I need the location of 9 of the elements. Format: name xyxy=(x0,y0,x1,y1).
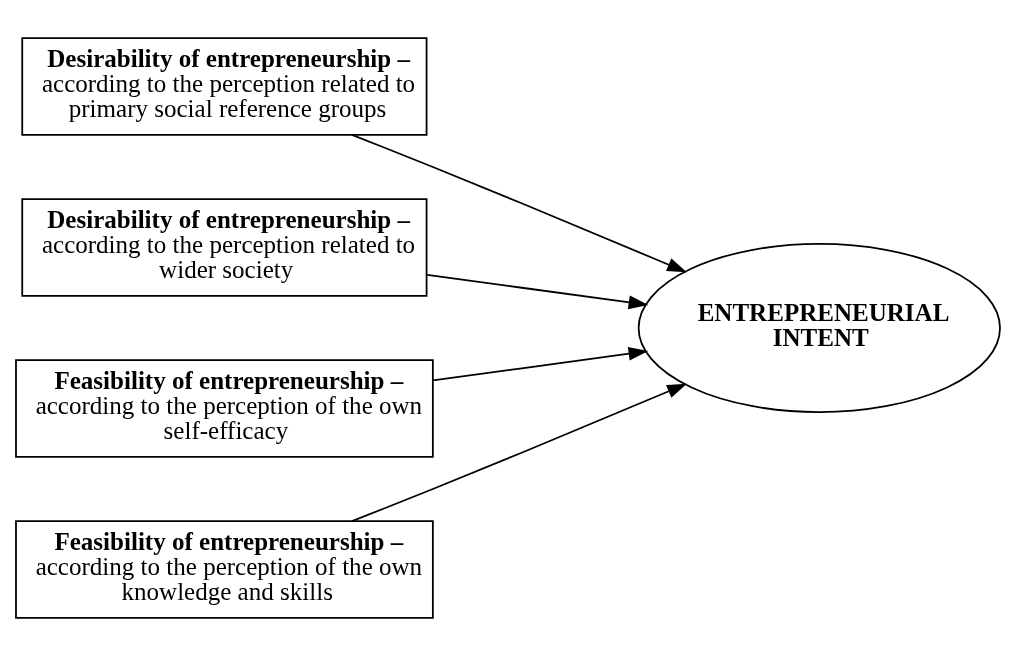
node-box: Feasibility of entrepreneurship – according to the perception of the own knowledge and skills xyxy=(15,519,434,619)
arrow xyxy=(351,133,687,272)
arrow xyxy=(426,273,649,309)
node-box: Desirability of entrepreneurship – according to the perception related to wider society xyxy=(21,197,428,297)
node-ellipse: ENTREPRENEURIAL INTENT xyxy=(637,242,1001,413)
arrow xyxy=(351,383,687,522)
node-box: Feasibility of entrepreneurship – according to the perception of the own self-efficacy xyxy=(15,358,434,458)
node-box: Desirability of entrepreneurship – according to the perception related to primary social reference groups xyxy=(21,36,428,136)
arrow xyxy=(432,346,649,381)
